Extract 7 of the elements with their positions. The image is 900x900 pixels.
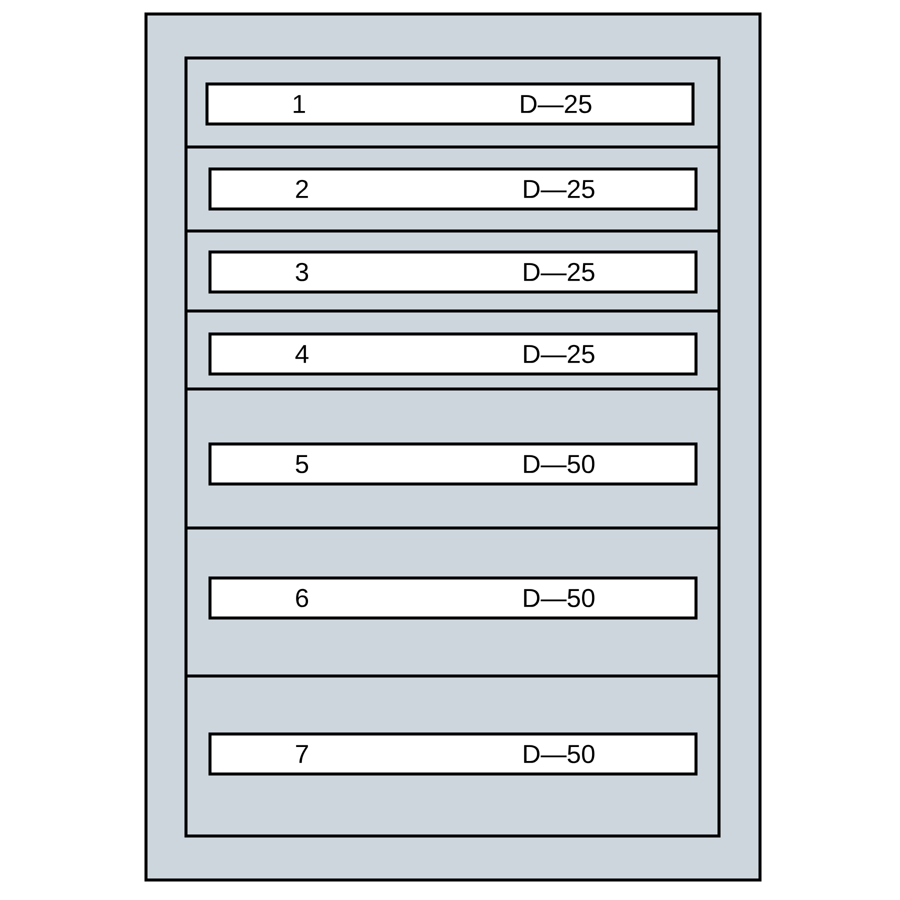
drawer-label: 4 D—25	[208, 332, 698, 376]
drawer-label: 2 D—25	[208, 168, 698, 210]
drawer-label: 3 D—25	[208, 250, 698, 294]
drawer-label: 1 D—25	[206, 82, 694, 126]
drawer-label: 6 D—50	[208, 576, 698, 620]
drawer-label: 5 D—50	[208, 442, 698, 486]
drawer-label: 7 D—50	[208, 732, 698, 776]
